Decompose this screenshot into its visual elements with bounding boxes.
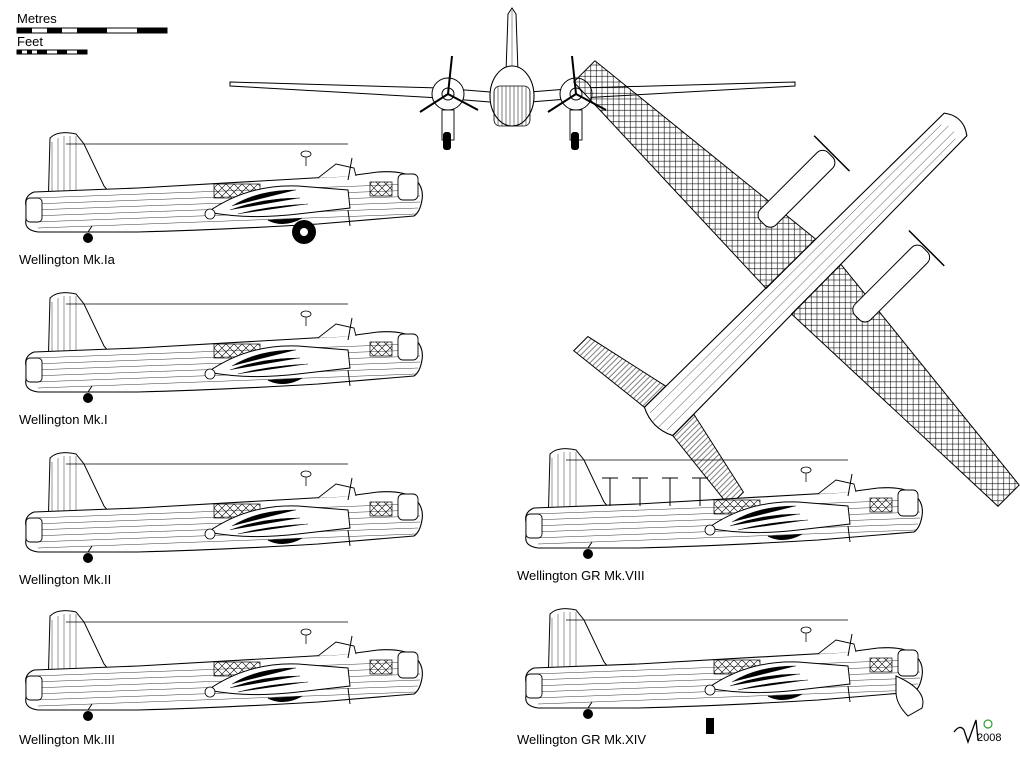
view-label-gr-mk-xiv: Wellington GR Mk.XIV [517,732,647,747]
side-view-mk-iii [25,610,423,722]
signature-year: 2008 [977,732,1002,744]
view-label-mk-iii: Wellington Mk.III [19,732,115,747]
view-label-mk-i: Wellington Mk.I [19,412,108,427]
copyright-icon [983,719,993,729]
view-label-mk-ii: Wellington Mk.II [19,572,112,587]
feet-scale-bar [16,49,88,55]
plan-view-drawing [572,60,1020,508]
side-view-mk-ii [25,452,423,564]
view-label-mk-ia: Wellington Mk.Ia [19,252,115,267]
side-view-gr-mk-viii [525,448,923,560]
side-view-gr-mk-xiv [525,608,924,734]
view-label-gr-mk-viii: Wellington GR Mk.VIII [517,568,645,583]
metres-scale-label: Metres [17,11,57,26]
artist-signature-logo [953,719,993,744]
side-view-mk-i [25,292,423,404]
front-view-drawing [229,7,796,150]
side-view-mk-ia [25,132,423,244]
feet-scale-label: Feet [17,34,44,49]
metres-scale-bar [16,27,168,34]
